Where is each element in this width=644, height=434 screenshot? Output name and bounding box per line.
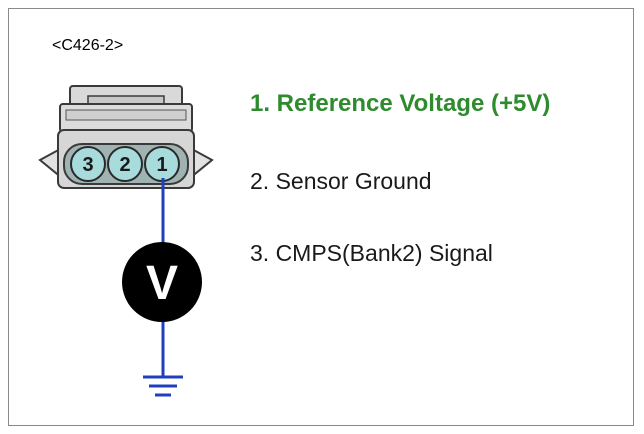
voltmeter-icon: V	[122, 242, 202, 322]
pin-3-label: 3. CMPS(Bank2) Signal	[250, 240, 493, 266]
ground-icon	[143, 375, 183, 397]
pin-3-number: 3	[82, 154, 93, 176]
connector-pins: 3 2 1	[70, 146, 180, 182]
voltmeter-symbol: V	[146, 257, 178, 310]
pin-2	[107, 146, 143, 182]
pin-1-number: 1	[156, 154, 167, 176]
pin-2-number: 2	[119, 154, 130, 176]
connector-id-label: <C426-2>	[52, 37, 124, 54]
pin-3	[70, 146, 106, 182]
pin-1-label: 1. Reference Voltage (+5V)	[250, 90, 551, 117]
pin-2-label: 2. Sensor Ground	[250, 168, 432, 194]
diagram-frame	[8, 8, 634, 426]
